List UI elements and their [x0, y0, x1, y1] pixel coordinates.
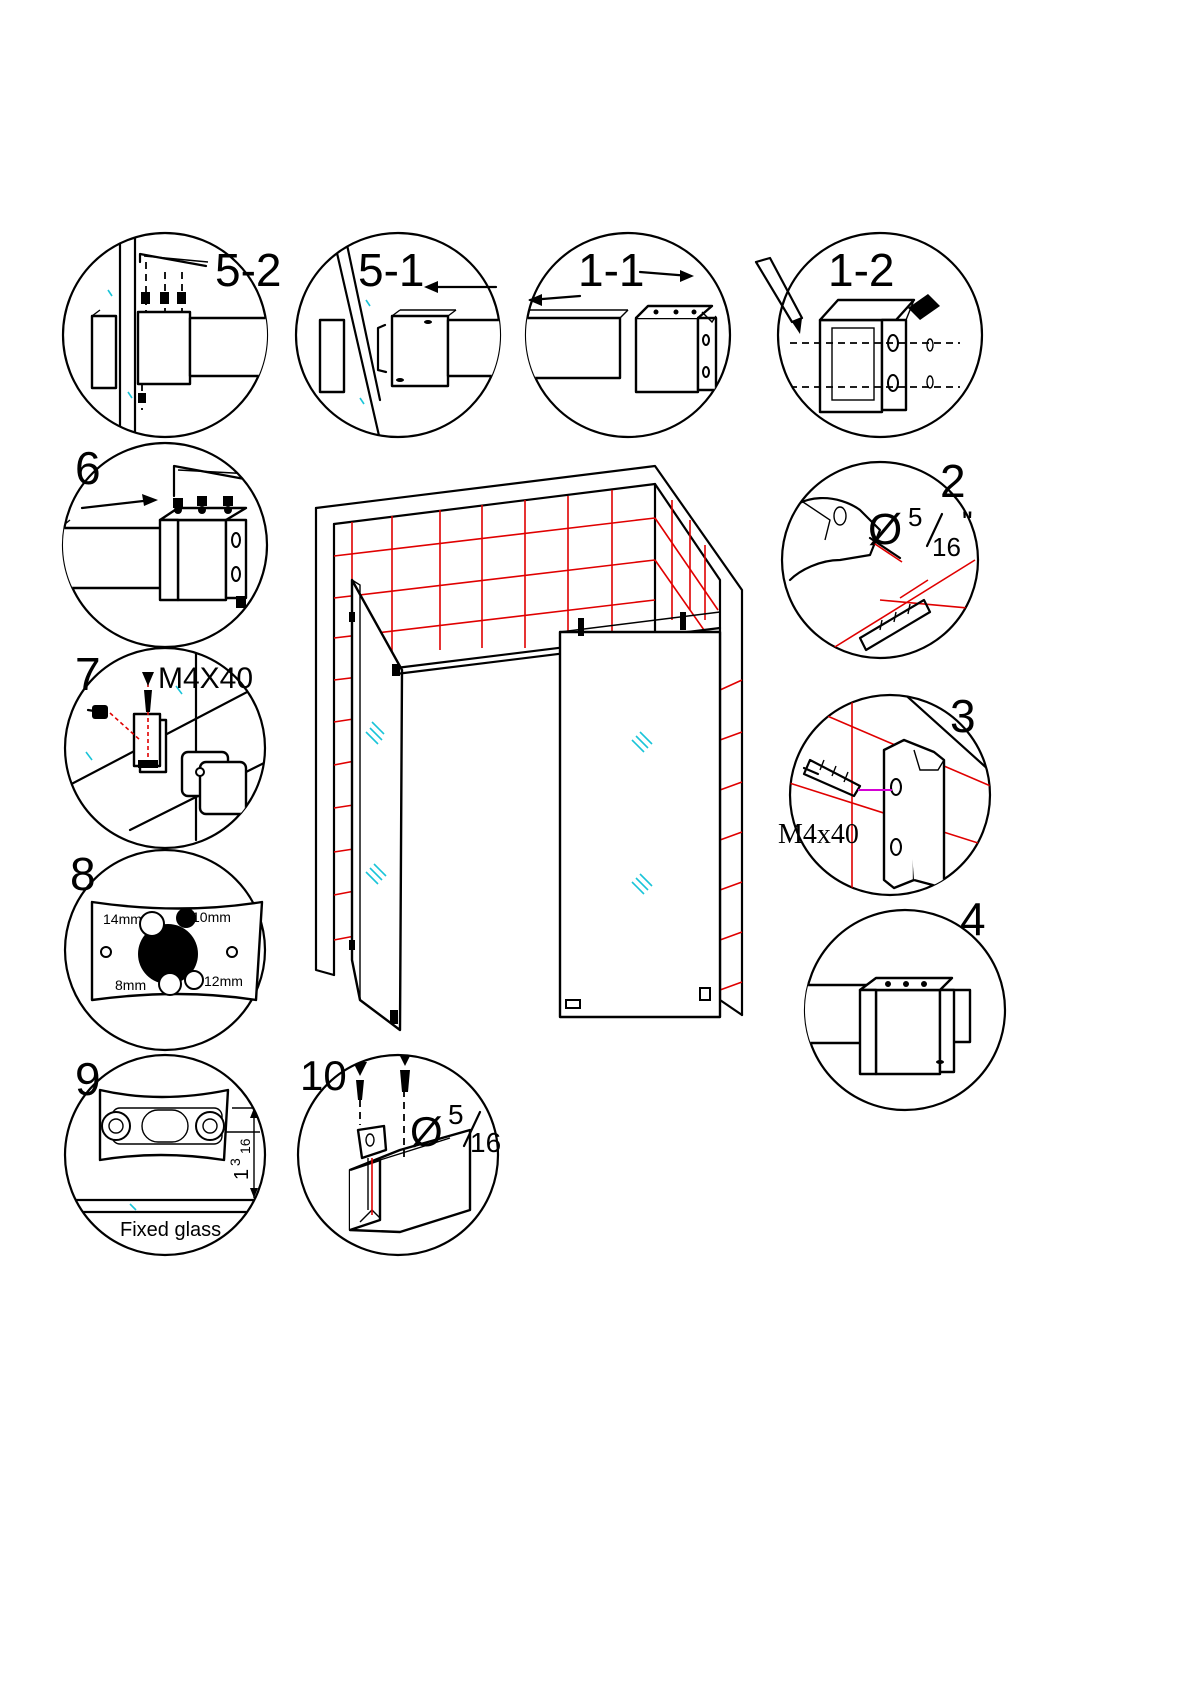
step-1-1-panel: 1-1	[520, 233, 730, 437]
step-label-1-1: 1-1	[578, 244, 644, 296]
step-label-7: 7	[75, 648, 101, 700]
step-5-2-panel: 5-2	[63, 230, 281, 440]
step-label-4: 4	[960, 893, 986, 945]
drill-frac-num-2: 5	[908, 502, 922, 532]
drill-frac-den-10: 16	[470, 1127, 501, 1158]
gauge-8mm: 8mm	[115, 977, 146, 993]
drill-frac-den-2: 16	[932, 532, 961, 562]
step-label-6: 6	[75, 442, 101, 494]
step-label-5-1: 5-1	[358, 244, 424, 296]
step-5-1-panel: 5-1	[296, 233, 508, 440]
drill-symbol-2: Ø	[868, 505, 902, 554]
step-7-panel: 7 M4X40	[60, 648, 270, 848]
shower-enclosure-overview	[316, 466, 742, 1030]
step-label-3: 3	[950, 690, 976, 742]
step-2-panel: 2 Ø 5 16 "	[780, 455, 990, 658]
step-label-2: 2	[940, 455, 966, 507]
step-6-panel: 6	[60, 442, 267, 647]
drill-symbol-10: Ø	[410, 1108, 443, 1155]
step-8-panel: 14mm 10mm 8mm 12mm 8	[65, 848, 265, 1050]
drill-frac-num-10: 5	[448, 1099, 464, 1130]
step-9-panel: 9 1 3 16 Fixed glass	[60, 1053, 270, 1255]
step-label-8: 8	[70, 848, 96, 900]
step-1-2-panel: 1-2	[756, 233, 982, 437]
screw-spec-7: M4X40	[158, 662, 253, 695]
gauge-12mm: 12mm	[204, 973, 243, 989]
dim-den: 16	[237, 1138, 253, 1154]
step-4-panel: 4	[790, 893, 1005, 1110]
gauge-14mm: 14mm	[103, 911, 142, 927]
dim-num: 3	[227, 1158, 243, 1166]
step-label-10: 10	[300, 1052, 347, 1099]
fixed-glass-label: Fixed glass	[120, 1219, 221, 1241]
dimension-label: 1 3 16	[227, 1138, 253, 1180]
drill-inch-mark-2: "	[962, 506, 973, 539]
step-label-1-2: 1-2	[828, 244, 894, 296]
step-label-9: 9	[75, 1053, 101, 1105]
step-10-panel: 10 Ø 5 16	[298, 1052, 501, 1255]
step-3-panel: 3 M4x40	[778, 690, 1000, 900]
step-label-5-2: 5-2	[215, 244, 281, 296]
dim-whole: 1	[231, 1169, 253, 1180]
gauge-10mm: 10mm	[192, 909, 231, 925]
screw-spec-3: M4x40	[778, 819, 859, 850]
